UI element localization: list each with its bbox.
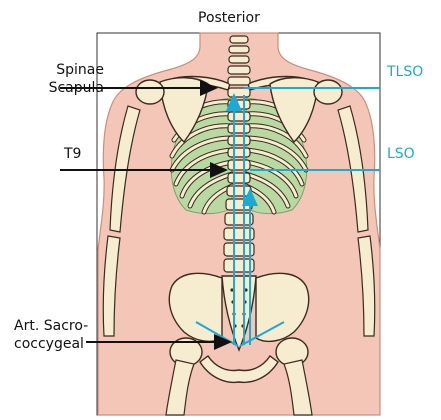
label-lso: LSO <box>387 146 415 164</box>
label-spinae-scapula-line1: Spinae <box>49 62 104 80</box>
label-tlso: TLSO <box>387 64 423 82</box>
label-spinae-scapula-line2: Scapula <box>49 80 104 98</box>
label-t9: T9 <box>64 146 81 164</box>
label-art-sacrococcygeal: Art. Sacro- coccygeal <box>14 318 88 353</box>
label-art-sacro-line2: coccygeal <box>14 336 88 354</box>
label-art-sacro-line1: Art. Sacro- <box>14 318 88 336</box>
label-spinae-scapula: Spinae Scapula <box>49 62 104 97</box>
view-title: Posterior <box>198 10 260 28</box>
